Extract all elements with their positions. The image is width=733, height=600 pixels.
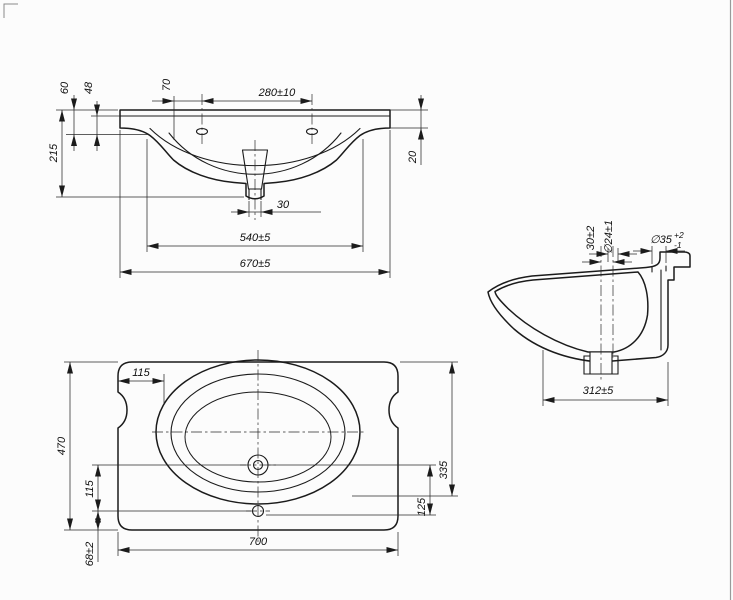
basin-plan-outline <box>117 361 399 531</box>
dim-540: 540±5 <box>147 232 363 249</box>
dim-48-label: 48 <box>83 81 95 94</box>
dim-700-label: 700 <box>249 536 268 548</box>
dim-215: 215 <box>48 110 65 197</box>
dim-115-holes-label: 115 <box>84 479 96 497</box>
dim-335: 335 <box>438 362 455 496</box>
dim-dia35-label: ∅35 <box>650 234 673 246</box>
dim-700: 700 <box>118 536 398 553</box>
dim-670: 670±5 <box>120 258 390 275</box>
dim-dia35-tol-upper: +2 <box>674 230 684 240</box>
dim-30-label: 30 <box>277 199 290 211</box>
dim-115-holes: 115 <box>84 465 101 511</box>
section-material-hatched <box>487 251 691 363</box>
dim-dia35: ∅35 +2 -1 <box>633 230 685 254</box>
dim-30-offset: 30±2 <box>582 226 632 265</box>
bowl-cavity <box>494 271 649 353</box>
dim-20-label: 20 <box>407 150 419 164</box>
dim-60: 60 <box>59 81 77 151</box>
dim-68: 68±2 <box>84 511 101 566</box>
dim-335-label: 335 <box>438 460 450 479</box>
dim-70-label: 70 <box>161 78 173 91</box>
dim-70: 70 <box>152 78 202 104</box>
dim-dia24: ∅24±1 <box>589 220 637 257</box>
dim-dia24-label: ∅24±1 <box>603 220 615 254</box>
dim-312: 312±5 <box>543 385 668 403</box>
dim-125-label: 125 <box>416 497 428 516</box>
dim-280: 280±10 <box>202 87 312 104</box>
dim-30-offset-label: 30±2 <box>585 226 597 250</box>
dim-312-label: 312±5 <box>583 385 614 397</box>
dim-20: 20 <box>407 95 424 165</box>
ext-line <box>64 361 458 556</box>
dim-215-label: 215 <box>48 143 60 163</box>
front-view: 60 48 70 280±10 215 20 <box>48 78 428 278</box>
dim-48: 48 <box>83 81 100 151</box>
dim-470: 470 <box>56 362 73 530</box>
side-section-view: 30±2 ∅24±1 ∅35 +2 -1 312±5 <box>487 220 691 406</box>
dim-670-label: 670±5 <box>240 258 271 270</box>
dim-125: 125 <box>416 465 433 516</box>
plan-view: 115 470 115 68±2 700 125 <box>56 350 458 566</box>
dim-115-top: 115 <box>118 367 164 384</box>
dim-470-label: 470 <box>56 436 68 455</box>
dim-60-label: 60 <box>59 81 71 94</box>
faucet-hole-edges <box>651 265 667 273</box>
dim-540-label: 540±5 <box>240 232 271 244</box>
dim-30: 30 <box>231 199 321 215</box>
centerline <box>152 350 366 544</box>
dim-115-top-label: 115 <box>132 367 150 379</box>
frame-corner-mark <box>3 3 18 18</box>
dim-68-label: 68±2 <box>84 542 96 566</box>
centerline <box>600 246 614 382</box>
dim-280-label: 280±10 <box>258 87 297 99</box>
dim-dia35-tol-lower: -1 <box>674 240 682 250</box>
